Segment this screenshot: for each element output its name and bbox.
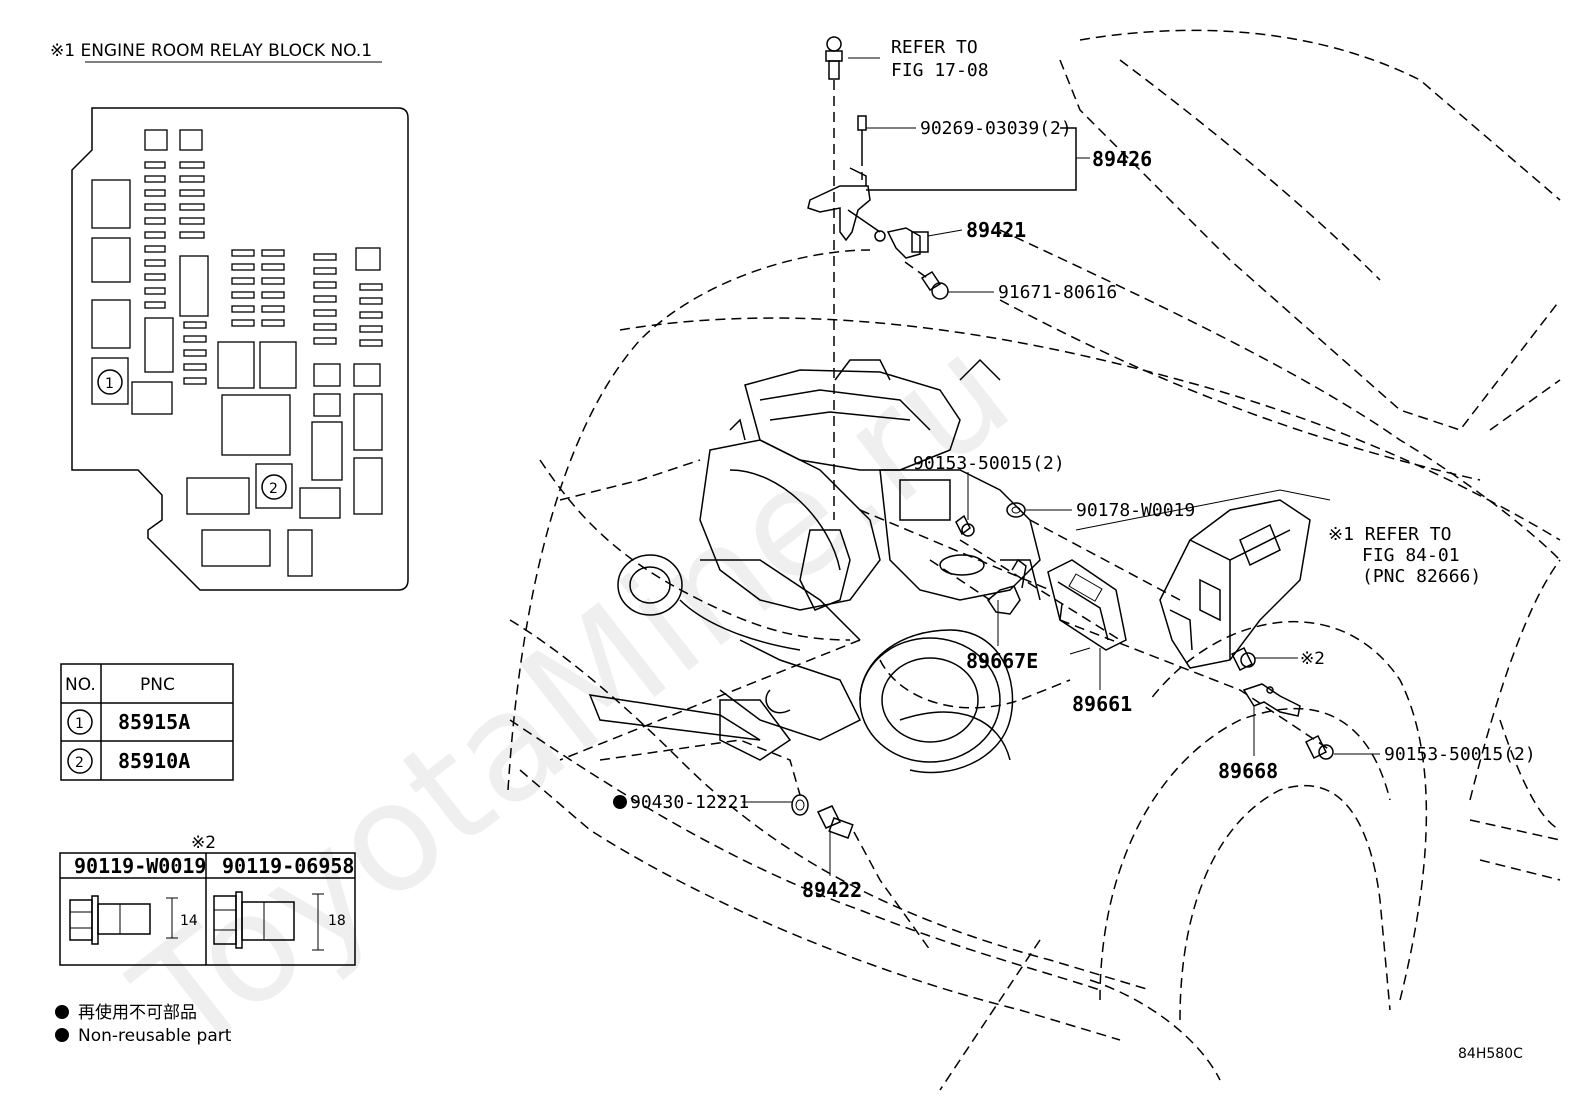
vehicle-body-outline: [507, 29, 1561, 1091]
bolt-icon: [213, 891, 324, 951]
diagram-code: 84H580C: [1458, 1046, 1523, 1062]
part-label-90178: 90178-W0019: [1076, 500, 1195, 521]
bolt-icon: [1230, 646, 1256, 672]
part-label-89668: 89668: [1218, 759, 1278, 783]
relay-marker-1: 1: [105, 376, 114, 392]
relay-block-icon: [1159, 499, 1311, 669]
part-label-90153-upper: 90153-50015(2): [913, 453, 1065, 474]
bracket-89668-icon: [1242, 683, 1301, 717]
refer-fig-84-line1: ※1 REFER TO: [1328, 524, 1451, 545]
engine-assembly: [679, 358, 1041, 761]
part-label-91671: 91671-80616: [998, 282, 1117, 303]
part-label-89667e: 89667E: [966, 649, 1038, 673]
nut-icon: [1006, 502, 1026, 518]
bracket-89426-icon: [807, 167, 881, 242]
legend-line-jp: 再使用不可部品: [78, 1002, 197, 1023]
bolt-dimension: 14: [180, 913, 198, 929]
part-label-89426: 89426: [1092, 147, 1152, 171]
bolt-table: ※2 90119-W0019 90119-06958 14 18: [59, 833, 356, 966]
pnc-row-value: 85910A: [118, 749, 190, 773]
non-reusable-dot-icon: [55, 1028, 69, 1042]
refer-fig-84-line3: (PNC 82666): [1362, 566, 1481, 587]
part-label-89422: 89422: [802, 878, 862, 902]
relay-marker-2: 2: [269, 481, 278, 497]
part-label-90430: 90430-12221: [630, 792, 749, 813]
relay-block-title: ※1 ENGINE ROOM RELAY BLOCK NO.1: [50, 41, 372, 61]
pnc-header-no: NO.: [65, 675, 96, 695]
bolt-icon: [69, 895, 178, 945]
legend: 再使用不可部品 Non-reusable part: [55, 1002, 232, 1046]
bolt-icon: [857, 115, 867, 156]
sensor-89421-icon: [874, 227, 929, 259]
non-reusable-dot-icon: [613, 795, 627, 809]
pnc-header-pnc: PNC: [140, 675, 175, 695]
pnc-row-no: 1: [75, 716, 84, 732]
pnc-row-value: 85915A: [118, 710, 190, 734]
sensor-89422-icon: [816, 805, 854, 839]
refer-fig-17-line1: REFER TO: [891, 37, 978, 58]
pnc-row-no: 2: [75, 755, 84, 771]
gasket-icon: [791, 794, 809, 816]
bolt-mark-2: ※2: [1300, 649, 1325, 669]
relay-block-panel: ※1 ENGINE ROOM RELAY BLOCK NO.1: [50, 41, 409, 591]
relay-block-outline: [71, 107, 409, 591]
part-label-90153-lower: 90153-50015(2): [1384, 744, 1536, 765]
bolt-part-number: 90119-06958: [222, 854, 354, 878]
bolt-icon: [1304, 734, 1334, 760]
callout-leaders: [742, 57, 1380, 876]
bolt-part-number: 90119-W0019: [74, 854, 206, 878]
part-label-89661: 89661: [1072, 692, 1132, 716]
part-label-89421: 89421: [966, 218, 1026, 242]
non-reusable-dot-icon: [55, 1005, 69, 1019]
clip-icon: [825, 36, 843, 80]
refer-fig-84-line2: FIG 84-01: [1362, 545, 1460, 566]
relay-block-fuses: [91, 129, 383, 577]
refer-fig-17-line2: FIG 17-08: [891, 60, 989, 81]
bolt-icon: [920, 270, 949, 300]
part-label-90269: 90269-03039(2): [920, 118, 1072, 139]
bolt-dimension: 18: [328, 913, 346, 929]
bracket-89667e-icon: [987, 558, 1027, 615]
pnc-table: NO. PNC 1 85915A 2 85910A: [60, 663, 234, 781]
bolt-icon: [955, 514, 975, 537]
assembly-leaders: [559, 509, 1331, 951]
bolt-table-mark: ※2: [191, 833, 216, 853]
legend-line-en: Non-reusable part: [78, 1026, 232, 1046]
